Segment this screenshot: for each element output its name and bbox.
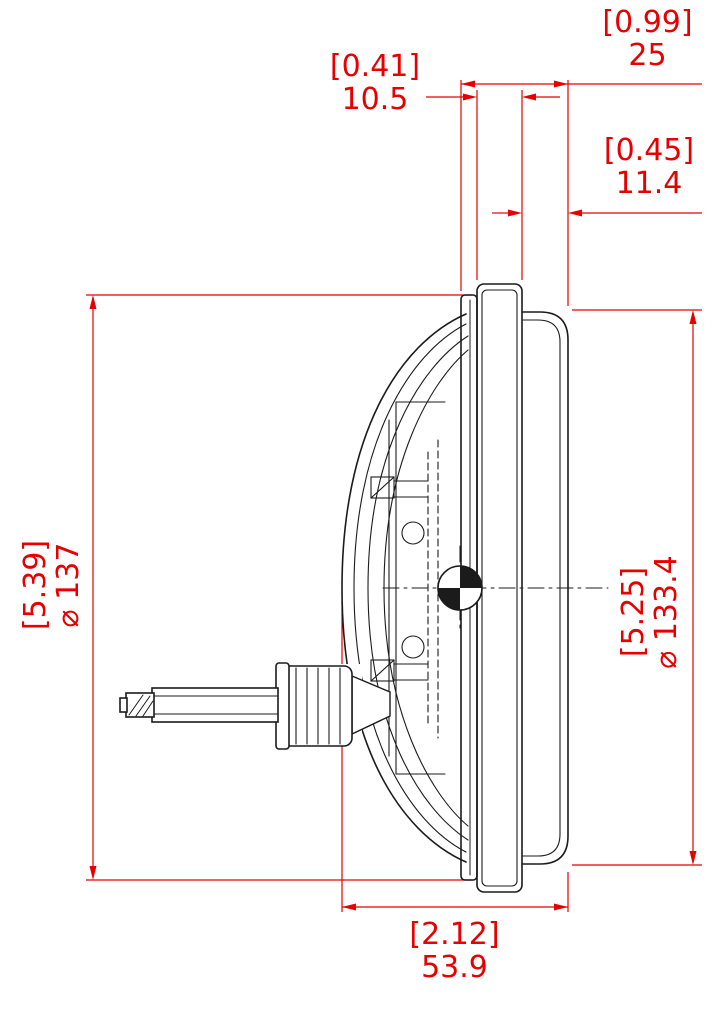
dim-outer-diameter: [5.39] ⌀ 137: [18, 515, 86, 655]
dim-flange-width-mm: 10.5: [341, 82, 409, 117]
centerlines: [382, 545, 609, 633]
dim-lines-rear-11-4: [492, 209, 702, 217]
dim-housing-depth-inches: [0.99]: [602, 5, 693, 40]
dim-lines-flange-10-5: [426, 93, 560, 101]
dim-lines-outer-diameter: [86, 294, 472, 881]
dim-rear-offset-inches: [0.45]: [603, 133, 695, 168]
dim-body-diameter-mm: ⌀ 133.4: [649, 555, 684, 669]
dim-outer-diameter-mm: ⌀ 137: [51, 542, 86, 628]
centroid-datum-icon: [437, 565, 483, 611]
dimension-annotations: [86, 80, 702, 912]
dim-lines-overall-53-9: [341, 602, 569, 912]
dim-rear-offset-mm: 11.4: [615, 166, 683, 201]
dim-housing-depth-mm: 25: [628, 38, 667, 73]
dim-lines-body-diameter: [572, 309, 702, 866]
part-drawing: [119, 283, 609, 893]
connector-plug: [119, 662, 391, 750]
dim-extension-lines-top: [460, 80, 569, 306]
dim-flange-width: [0.41] 10.5: [315, 50, 435, 116]
dim-flange-width-inches: [0.41]: [329, 49, 421, 84]
dim-lines-depth-25: [461, 80, 702, 88]
dim-overall-depth-inches: [2.12]: [409, 917, 500, 952]
dim-overall-depth-mm: 53.9: [421, 950, 488, 985]
dim-body-diameter-inches: [5.25]: [616, 566, 651, 658]
dim-rear-offset: [0.45] 11.4: [593, 134, 705, 200]
dim-body-diameter: [5.25] ⌀ 133.4: [616, 537, 684, 687]
dim-outer-diameter-inches: [5.39]: [18, 539, 53, 631]
dim-housing-depth: [0.99] 25: [590, 6, 705, 72]
dim-overall-depth: [2.12] 53.9: [392, 918, 517, 984]
